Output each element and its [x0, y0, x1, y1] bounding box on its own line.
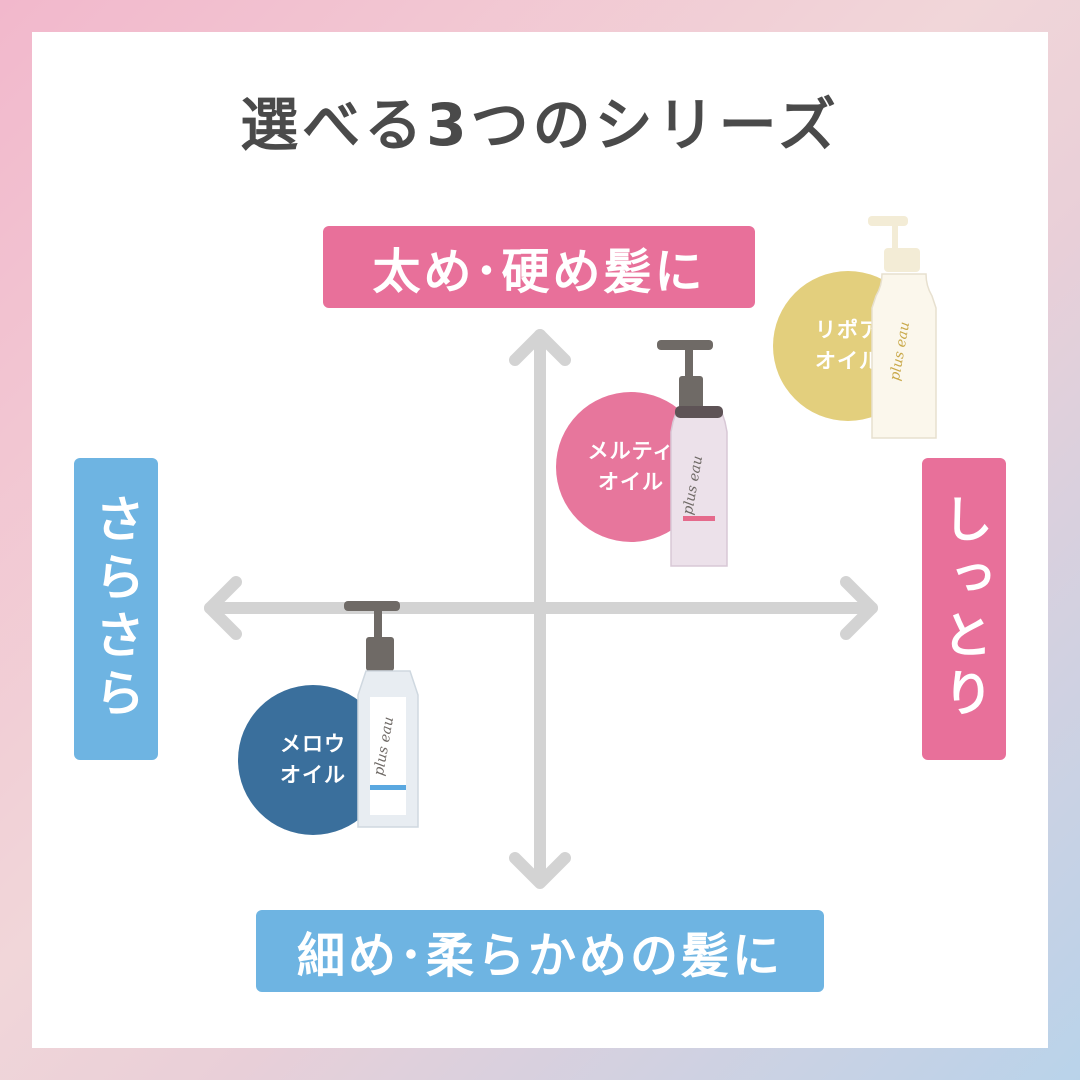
- mellow-name-line2: オイル: [280, 763, 346, 787]
- ripoa-oil-bottle: plus eau: [868, 216, 937, 439]
- page-title: 選べる3つのシリーズ: [240, 91, 840, 159]
- right-arrow-head: [840, 576, 878, 640]
- down-arrow-head: [509, 852, 571, 889]
- left-arrow-head: [204, 576, 242, 640]
- label-fine-soft-hair: 細め･柔らかめの髪に: [256, 910, 824, 992]
- ripoa-name-line1: リポア: [815, 317, 881, 342]
- ripoa-name-line2: オイル: [815, 349, 881, 373]
- label-thick-hard-hair: 太め･硬め髪に: [323, 226, 755, 308]
- mellow-oil-bottle: plus eau: [344, 601, 419, 828]
- melty-name-line2: オイル: [598, 470, 664, 494]
- label-smooth: さらさら: [74, 458, 158, 760]
- melty-oil-bottle: plus eau: [657, 340, 728, 567]
- label-moist: しっとり: [922, 458, 1006, 760]
- up-arrow-head: [509, 329, 571, 366]
- melty-name-line1: メルティ: [587, 438, 675, 463]
- mellow-name-line1: メロウ: [280, 731, 346, 756]
